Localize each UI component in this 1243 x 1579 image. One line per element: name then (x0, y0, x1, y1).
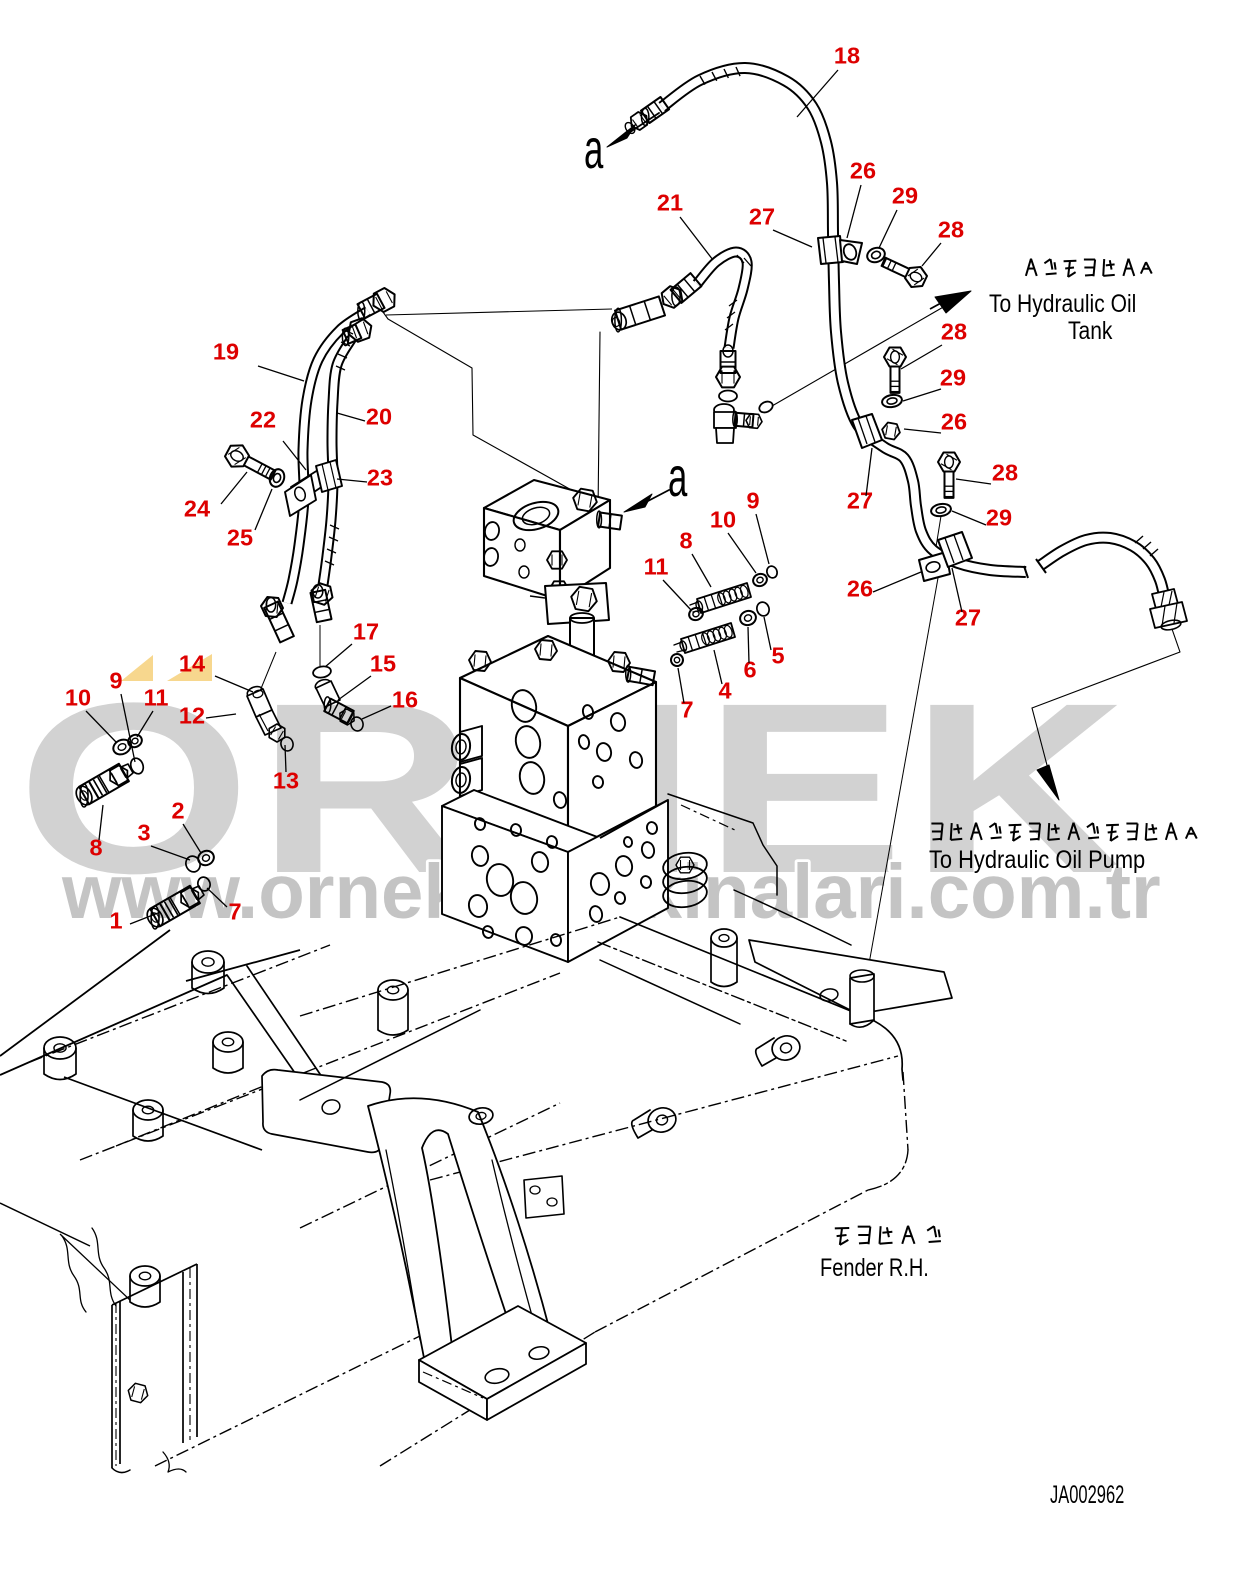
svg-text:Fender R.H.: Fender R.H. (820, 1254, 929, 1282)
svg-text:a: a (584, 118, 603, 181)
svg-text:29: 29 (986, 505, 1012, 531)
svg-text:11: 11 (644, 554, 669, 580)
svg-text:22: 22 (250, 407, 276, 433)
svg-text:3: 3 (137, 820, 150, 846)
svg-text:4: 4 (718, 678, 731, 704)
svg-text:29: 29 (892, 183, 918, 209)
svg-text:9: 9 (109, 668, 122, 694)
svg-text:28: 28 (938, 217, 964, 243)
svg-text:5: 5 (771, 643, 784, 669)
svg-text:19: 19 (213, 339, 239, 365)
svg-text:15: 15 (370, 651, 396, 677)
svg-text:29: 29 (940, 365, 966, 391)
svg-text:21: 21 (657, 190, 683, 216)
svg-text:17: 17 (353, 619, 379, 645)
svg-text:8: 8 (89, 835, 102, 861)
svg-text:18: 18 (834, 43, 860, 69)
svg-text:10: 10 (65, 685, 91, 711)
svg-text:12: 12 (179, 703, 205, 729)
svg-text:7: 7 (680, 697, 693, 723)
svg-text:27: 27 (955, 605, 981, 631)
svg-text:27: 27 (847, 488, 873, 514)
svg-text:28: 28 (992, 460, 1018, 486)
svg-text:16: 16 (392, 687, 418, 713)
svg-text:To Hydraulic Oil Pump: To Hydraulic Oil Pump (929, 846, 1145, 874)
svg-text:6: 6 (743, 657, 756, 683)
svg-text:20: 20 (366, 404, 392, 430)
svg-text:24: 24 (184, 496, 210, 522)
svg-text:To Hydraulic Oil: To Hydraulic Oil (989, 289, 1136, 317)
svg-text:1: 1 (109, 908, 122, 934)
svg-text:a: a (668, 446, 687, 509)
svg-text:11: 11 (144, 685, 169, 711)
svg-text:9: 9 (746, 488, 759, 514)
svg-text:JA002962: JA002962 (1050, 1482, 1124, 1509)
svg-text:7: 7 (228, 899, 241, 925)
svg-text:26: 26 (847, 576, 873, 602)
svg-text:Tank: Tank (1068, 316, 1113, 344)
svg-text:14: 14 (179, 651, 205, 677)
svg-text:28: 28 (941, 319, 967, 345)
svg-text:10: 10 (710, 507, 736, 533)
svg-text:25: 25 (227, 525, 253, 551)
svg-text:2: 2 (171, 798, 184, 824)
svg-text:26: 26 (941, 409, 967, 435)
svg-text:26: 26 (850, 158, 876, 184)
svg-text:8: 8 (679, 528, 692, 554)
svg-text:23: 23 (367, 465, 393, 491)
svg-text:27: 27 (749, 204, 775, 230)
